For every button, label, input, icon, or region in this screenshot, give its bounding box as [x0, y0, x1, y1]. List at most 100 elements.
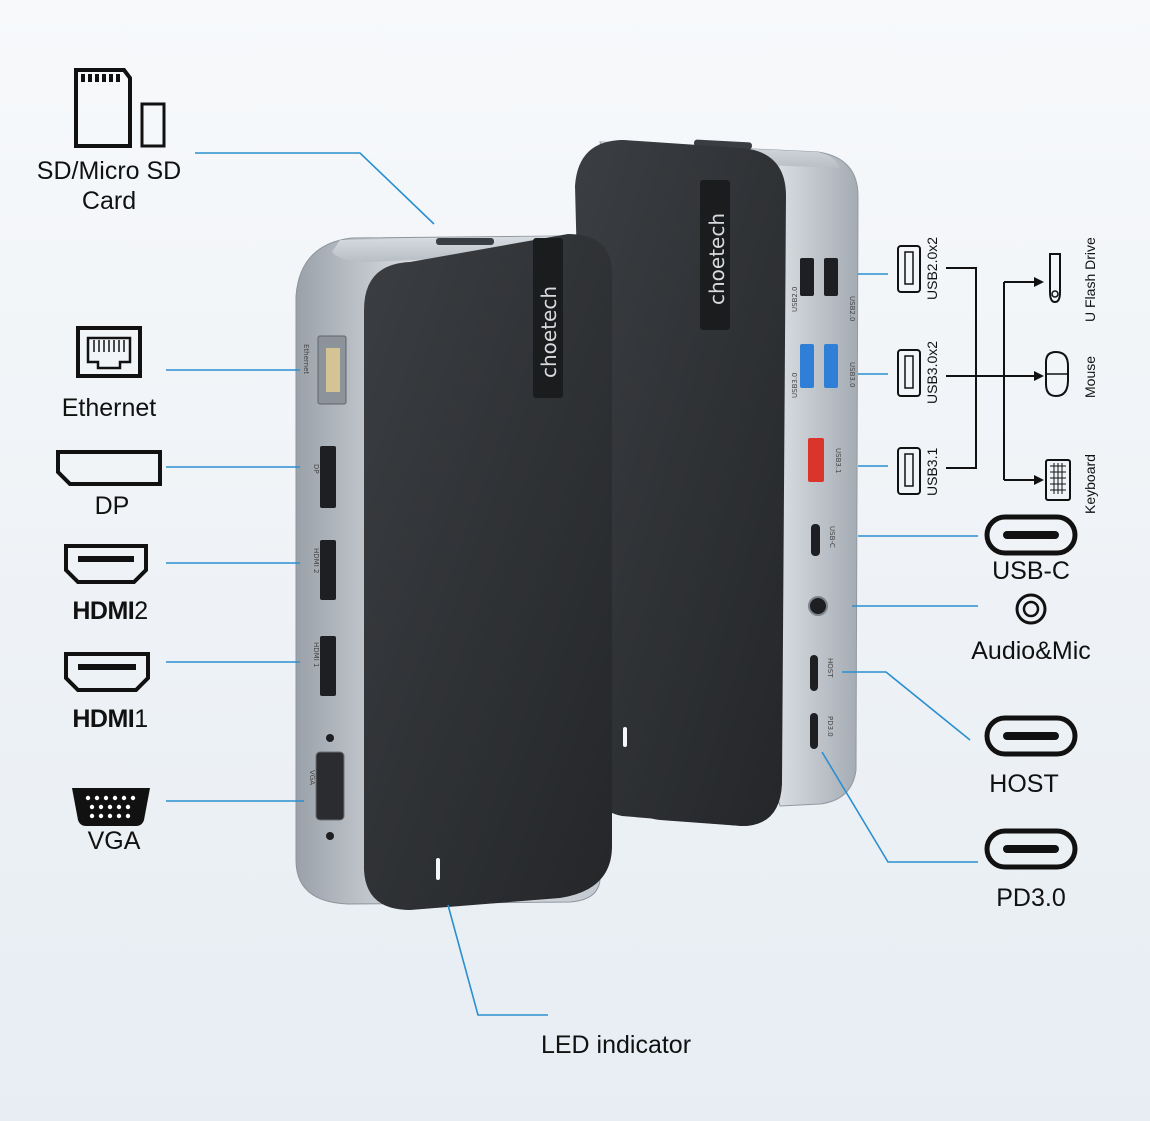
usb20-port-right [824, 258, 838, 296]
vga-screw-bottom [326, 832, 334, 840]
hdmi2-icon-inner [78, 556, 134, 562]
front-led-indicator [436, 858, 440, 880]
label-sd-card: SD/Micro SD Card [37, 156, 181, 216]
vga-screw-top [326, 734, 334, 742]
arrow-heads [1034, 277, 1044, 485]
leader-lines [166, 152, 978, 1016]
rear-brand-text: choetech [705, 213, 729, 305]
leader-led [447, 904, 548, 1016]
hdmi1-icon-inner [78, 664, 136, 670]
tag-hdmi1: HDMI 1 [312, 642, 320, 667]
label-hdmi2-number: 2 [134, 597, 148, 625]
host-port [810, 655, 818, 691]
pd-usb-c-icon [984, 828, 1078, 870]
ethernet-pins-icon [93, 340, 125, 352]
label-audio-mic: Audio&Mic [971, 637, 1091, 665]
arrow-head-keyboard [1034, 475, 1044, 485]
audio-jack [808, 596, 828, 616]
usb-flash-drive-icon-dot [1051, 290, 1059, 298]
usb-c-icon [984, 514, 1078, 556]
front-dark-panel [364, 234, 612, 910]
hdmi1-icon [64, 652, 150, 692]
label-usb31: USB3.1 [924, 447, 940, 496]
keyboard-icon [1045, 459, 1071, 501]
label-u-flash-drive: U Flash Drive [1082, 237, 1098, 322]
tag-usb20-left: USB2.0 [791, 286, 799, 312]
usb-a-icon-1 [897, 245, 921, 293]
left-icons [56, 68, 166, 826]
vga-pins-icon [85, 795, 136, 819]
tag-hdmi2: HDMI 2 [312, 548, 320, 573]
usb-a-icon-2 [897, 349, 921, 397]
pd-usb-c-icon-inner [1003, 845, 1059, 853]
dp-port [320, 446, 336, 508]
label-dp: DP [94, 492, 130, 520]
tag-ethernet: Ethernet [302, 344, 310, 374]
label-pd30: PD3.0 [996, 884, 1066, 912]
hdmi1-port [320, 636, 336, 696]
label-usb-c: USB-C [992, 557, 1070, 585]
arrow-head-flash [1034, 277, 1044, 287]
sd-card-contacts-icon [81, 74, 120, 82]
label-keyboard: Keyboard [1082, 454, 1098, 514]
leader-host [842, 671, 971, 741]
bracket-main [946, 267, 977, 469]
host-usb-c-icon [984, 715, 1078, 757]
usb-c-icon-inner [1003, 531, 1059, 539]
vga-port [315, 751, 345, 821]
label-ethernet: Ethernet [61, 394, 157, 422]
label-hdmi1-word: HDMI [72, 705, 135, 733]
sd-card-icon [74, 68, 132, 148]
front-sd-slot [436, 238, 494, 245]
tag-usb30-right: USB3.0 [848, 362, 856, 388]
label-hdmi1-number: 1 [134, 705, 148, 733]
ethernet-icon [76, 326, 142, 378]
front-dock-unit: choetech Ethernet DP HDMI 2 HDMI 1 VGA [295, 234, 612, 910]
host-usb-c-icon-inner [1003, 732, 1059, 740]
pd-port [810, 713, 818, 749]
label-hdmi2: HDMI2 [72, 596, 148, 626]
audio-mic-icon [1015, 593, 1047, 625]
label-sd-card-line2: Card [81, 187, 137, 215]
ethernet-socket-icon [86, 336, 132, 370]
label-vga: VGA [87, 827, 141, 855]
rear-led-indicator [623, 727, 627, 747]
tag-usb31: USB3.1 [834, 448, 842, 474]
label-usb20x2: USB2.0x2 [924, 236, 940, 300]
usb20-port-left [800, 258, 814, 296]
ethernet-port-contacts [326, 348, 340, 392]
usb-a-icon-2-tongue [904, 355, 914, 389]
front-brand-tab [533, 238, 563, 398]
usb-flash-drive-icon [1049, 253, 1061, 304]
right-icons [897, 245, 1078, 870]
hdmi2-port [320, 540, 336, 600]
tag-usb30-left: USB3.0 [791, 372, 799, 398]
usb31-port [808, 438, 824, 482]
rear-dark-face [575, 140, 786, 826]
usb30-port-right [824, 344, 838, 388]
rear-dock-unit: choetech USB2.0 USB2.0 USB3.0 USB3.0 USB… [575, 139, 859, 826]
keyboard-keys-icon [1050, 463, 1066, 494]
tag-pd: PD3.0 [826, 716, 834, 737]
usb-device-bracket [946, 267, 1036, 481]
hdmi2-icon [64, 544, 148, 584]
label-mouse: Mouse [1082, 355, 1098, 398]
leader-pd [821, 751, 978, 863]
label-host: HOST [989, 770, 1059, 798]
tag-host: HOST [826, 658, 834, 678]
label-hdmi1: HDMI1 [72, 704, 148, 734]
audio-mic-icon-inner [1022, 600, 1040, 618]
label-usb30x2: USB3.0x2 [924, 340, 940, 404]
usb-a-icon-3 [897, 447, 921, 495]
arrow-head-mouse [1034, 371, 1044, 381]
front-brand-text: choetech [537, 286, 561, 378]
label-led-indicator: LED indicator [540, 1031, 692, 1059]
usbc-port [811, 524, 820, 556]
usb-a-icon-3-tongue [904, 453, 914, 487]
mouse-icon [1045, 350, 1069, 398]
tag-usb20-right: USB2.0 [848, 296, 856, 322]
label-sd-card-line1: SD/Micro SD [36, 157, 182, 185]
tag-dp: DP [312, 464, 320, 474]
micro-sd-card-icon [140, 102, 166, 148]
